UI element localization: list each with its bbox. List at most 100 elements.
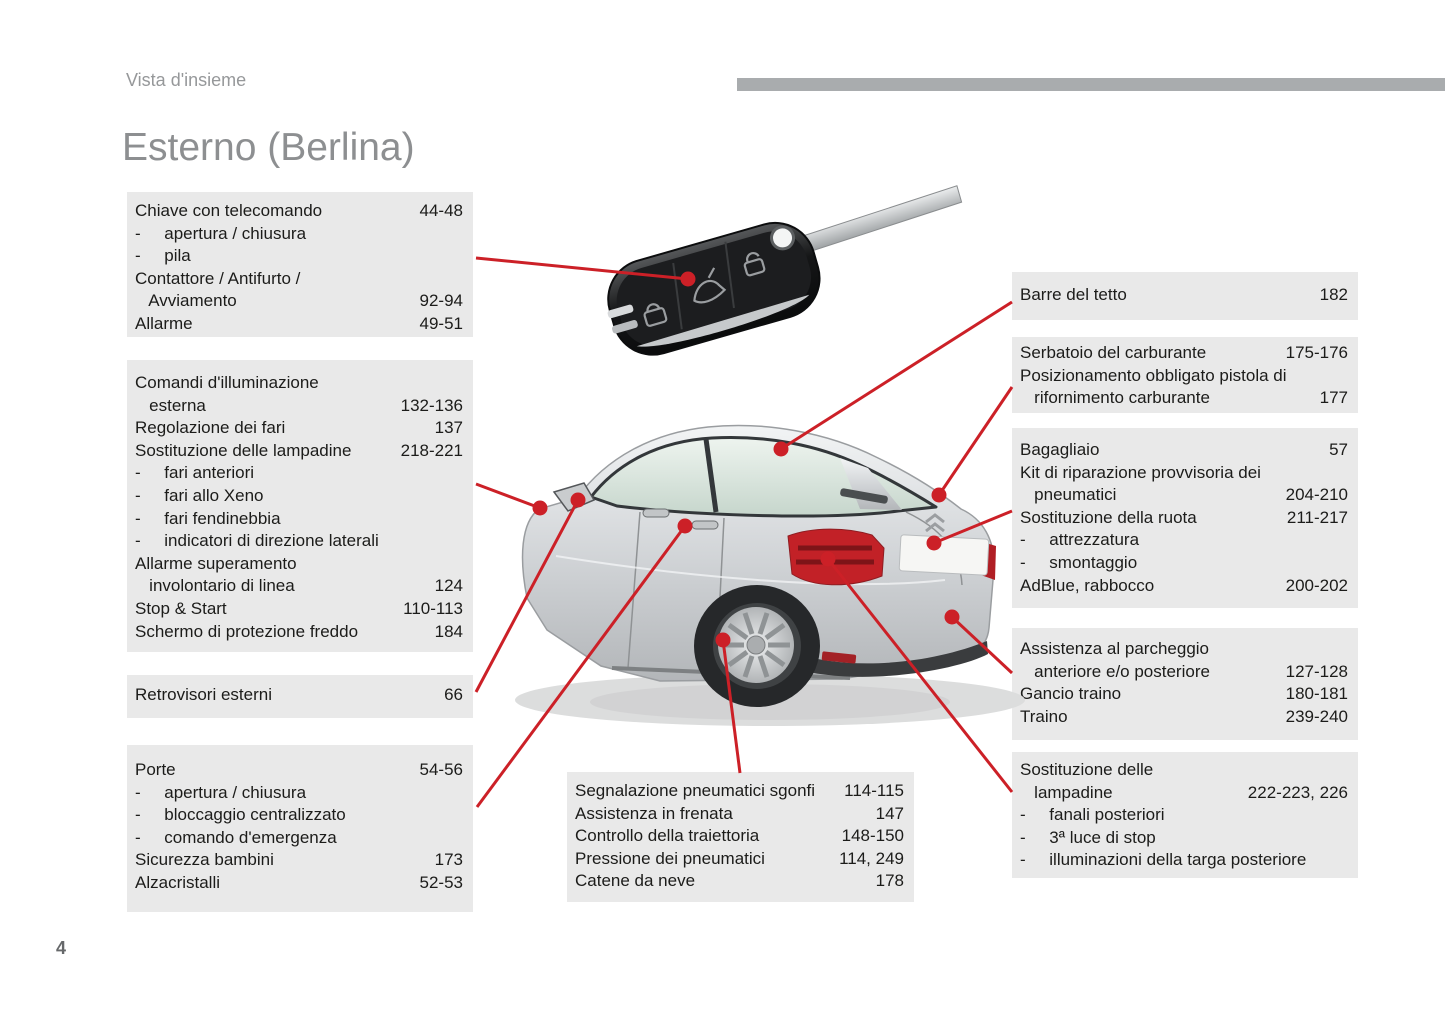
callout-dot-lighting <box>532 500 548 516</box>
index-label: esterna <box>135 395 206 415</box>
c-pillar <box>840 458 902 510</box>
callout-line-tyres <box>721 639 742 774</box>
index-pages: 184 <box>434 621 463 641</box>
index-row: - comando d'emergenza <box>135 827 463 850</box>
index-row: - attrezzatura <box>1020 529 1348 552</box>
index-pages: 52-53 <box>419 872 463 892</box>
index-pages: 173 <box>434 850 463 870</box>
index-row: - pila <box>135 245 463 268</box>
rear-bumper <box>790 641 988 677</box>
index-row: Contattore / Antifurto / <box>135 268 463 291</box>
index-row: Avviamento 92-94 <box>135 290 463 313</box>
index-row: Sicurezza bambini 173 <box>135 849 463 872</box>
index-row: - smontaggio <box>1020 552 1348 575</box>
callout-line-lighting <box>475 482 541 510</box>
index-pages: 44-48 <box>419 201 463 220</box>
index-pages: 92-94 <box>419 291 463 311</box>
index-label: Allarme superamento <box>135 553 297 573</box>
index-row: - fari anteriori <box>135 462 463 485</box>
key-ring-hole <box>770 225 796 251</box>
index-label: - bloccaggio centralizzato <box>135 805 346 825</box>
index-row: Sostituzione delle <box>1020 759 1348 782</box>
index-pages: 132-136 <box>400 395 463 415</box>
index-label: Sostituzione della ruota <box>1020 507 1197 527</box>
index-label: Sostituzione delle <box>1020 760 1154 779</box>
index-pages: 180-181 <box>1285 684 1348 704</box>
index-pages: 148-150 <box>841 826 904 846</box>
index-label: Pressione dei pneumatici <box>575 848 765 868</box>
index-row: Schermo di protezione freddo 184 <box>135 621 463 644</box>
callout-line-roof-bars <box>780 300 1013 451</box>
index-row: - 3ª luce di stop <box>1020 827 1348 850</box>
index-label: - comando d'emergenza <box>135 827 337 847</box>
index-row: Chiave con telecomando 44-48 <box>135 200 463 223</box>
index-row: Pressione dei pneumatici 114, 249 <box>575 848 904 871</box>
index-label: Avviamento <box>135 291 237 311</box>
index-pages: 114, 249 <box>839 848 904 868</box>
callout-line-rear-bulbs <box>826 558 1014 793</box>
index-pages: 127-128 <box>1285 661 1348 681</box>
index-label: Chiave con telecomando <box>135 201 323 220</box>
index-label: Allarme <box>135 313 193 333</box>
index-row: - illuminazioni della targa posteriore <box>1020 849 1348 872</box>
callout-dot-wheel <box>715 632 731 648</box>
index-label: Gancio traino <box>1020 684 1122 704</box>
index-label: - smontaggio <box>1020 552 1138 572</box>
index-row: - fari allo Xeno <box>135 485 463 508</box>
index-label: Schermo di protezione freddo <box>135 621 359 641</box>
car-button-icon <box>693 267 727 304</box>
index-row: - apertura / chiusura <box>135 223 463 246</box>
car-windows <box>589 436 938 518</box>
index-row: - apertura / chiusura <box>135 782 463 805</box>
key-blade <box>796 185 963 255</box>
callout-dot-roof <box>773 441 789 457</box>
key-fob-body <box>607 221 821 356</box>
rear-door-handle <box>691 520 719 530</box>
index-label: Sicurezza bambini <box>135 850 274 870</box>
info-box-key-remote: Chiave con telecomando 44-48 - apertura / … <box>127 192 473 337</box>
callout-line-boot <box>933 509 1013 545</box>
index-pages: 66 <box>444 685 463 704</box>
index-row: Assistenza al parcheggio <box>1020 638 1348 661</box>
index-label: anteriore e/o posteriore <box>1020 661 1210 681</box>
index-row: Allarme superamento <box>135 553 463 576</box>
key-fob-illustration <box>607 185 963 356</box>
callout-lines <box>474 256 1014 808</box>
index-label: pneumatici <box>1020 485 1117 505</box>
unlock-button-icon <box>743 252 766 277</box>
third-brake-light <box>840 488 888 504</box>
index-label: Porte <box>135 760 176 779</box>
index-pages: 178 <box>875 871 904 891</box>
index-label: rifornimento carburante <box>1020 388 1210 408</box>
car-illustration <box>515 424 1025 726</box>
index-pages: 114-115 <box>844 781 904 800</box>
callout-line-key <box>475 256 689 281</box>
rear-wheel <box>694 585 820 707</box>
index-pages: 54-56 <box>419 760 463 779</box>
index-label: Serbatoio del carburante <box>1020 343 1207 362</box>
index-pages: 218-221 <box>400 440 463 460</box>
callout-dot-tail-light <box>820 551 836 567</box>
callout-line-mirror <box>474 499 580 693</box>
header-rule <box>737 78 1445 91</box>
index-row: - bloccaggio centralizzato <box>135 804 463 827</box>
index-pages: 137 <box>434 418 463 438</box>
